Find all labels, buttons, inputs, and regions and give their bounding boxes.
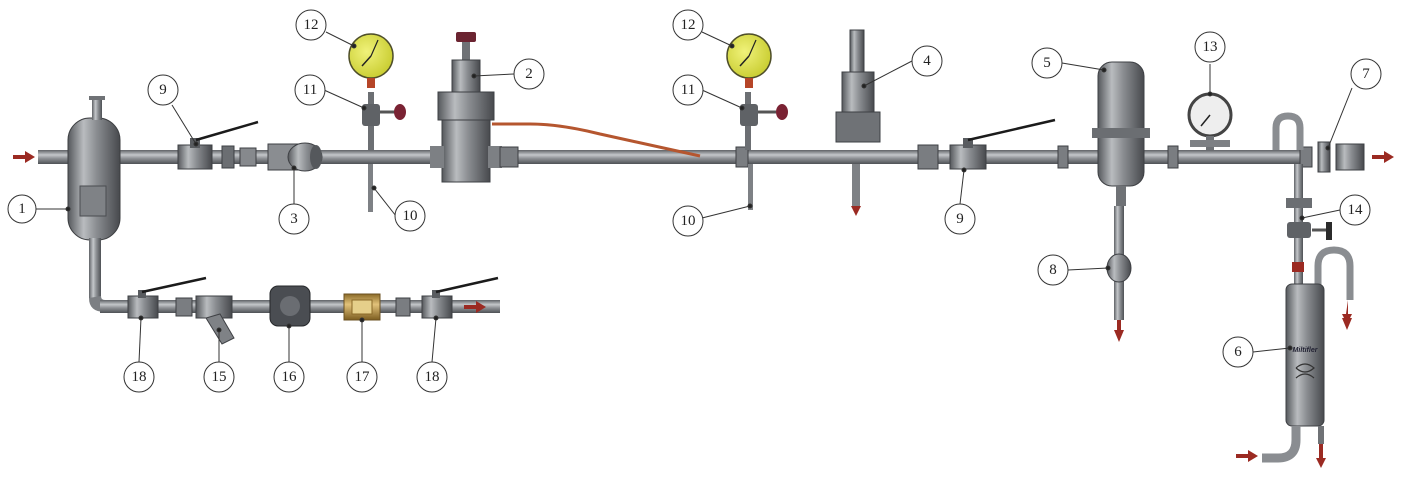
callout-11-left: 11 xyxy=(294,74,326,106)
svg-text:1: 1 xyxy=(18,201,26,217)
svg-text:12: 12 xyxy=(681,17,696,33)
callout-7: 7 xyxy=(1350,58,1382,90)
svg-text:3: 3 xyxy=(290,211,298,227)
svg-text:6: 6 xyxy=(1234,344,1242,360)
callout-3: 3 xyxy=(278,203,310,235)
callout-12-right: 12 xyxy=(672,9,704,41)
pressure-gauge xyxy=(1187,92,1233,150)
svg-text:9: 9 xyxy=(159,82,167,98)
gauge-assembly-right xyxy=(726,33,788,210)
callout-9-left: 9 xyxy=(147,74,179,106)
ball-valve-lower-right xyxy=(395,276,499,319)
filter-vessel xyxy=(1092,61,1150,206)
cooler-brand-label: Miltifler xyxy=(1293,347,1319,354)
svg-text:9: 9 xyxy=(956,211,964,227)
callout-18-right: 18 xyxy=(416,361,448,393)
callout-10-left: 10 xyxy=(394,200,426,232)
sample-cooler: Miltifler xyxy=(1236,246,1354,468)
callout-17: 17 xyxy=(346,361,378,393)
svg-text:10: 10 xyxy=(681,213,696,229)
leader-lines xyxy=(36,31,1353,363)
callout-18-left: 18 xyxy=(123,361,155,393)
y-strainer xyxy=(195,295,235,345)
callout-12-left: 12 xyxy=(295,9,327,41)
pressure-reducing-valve xyxy=(430,32,502,183)
svg-text:5: 5 xyxy=(1043,55,1051,71)
inlet-flow-arrow xyxy=(13,151,35,163)
sample-valve-branch xyxy=(1286,164,1332,294)
main-steam-line xyxy=(38,150,1303,164)
callout-2: 2 xyxy=(513,58,545,90)
callout-9-right: 9 xyxy=(944,203,976,235)
svg-text:2: 2 xyxy=(525,66,533,82)
outlet-fitting xyxy=(1299,141,1394,173)
callout-1: 1 xyxy=(7,194,37,224)
drain-check-line xyxy=(1106,206,1132,342)
svg-text:18: 18 xyxy=(132,369,147,385)
sight-glass xyxy=(343,293,381,321)
svg-text:11: 11 xyxy=(681,82,695,98)
steam-trap xyxy=(269,285,311,327)
svg-text:8: 8 xyxy=(1049,262,1057,278)
svg-text:4: 4 xyxy=(923,53,931,69)
gauge-assembly-left xyxy=(348,33,406,212)
callout-4: 4 xyxy=(911,45,943,77)
callout-13: 13 xyxy=(1194,31,1226,63)
sample-loop xyxy=(1272,112,1304,150)
callout-16: 16 xyxy=(273,361,305,393)
svg-text:7: 7 xyxy=(1362,66,1370,82)
svg-text:16: 16 xyxy=(282,369,298,385)
pipe-unions xyxy=(499,144,1179,170)
svg-text:18: 18 xyxy=(425,369,440,385)
svg-text:10: 10 xyxy=(403,208,418,224)
svg-text:17: 17 xyxy=(355,369,371,385)
callout-11-right: 11 xyxy=(672,74,704,106)
svg-text:14: 14 xyxy=(1348,202,1364,218)
ball-valve-lower-left xyxy=(127,276,207,319)
callout-14: 14 xyxy=(1339,194,1371,226)
callout-5: 5 xyxy=(1031,47,1063,79)
svg-text:12: 12 xyxy=(304,17,319,33)
sensing-line xyxy=(492,122,701,158)
callout-10-right: 10 xyxy=(672,205,704,237)
ball-valve-right xyxy=(949,118,1056,170)
separator-vessel xyxy=(67,96,121,241)
callout-15: 15 xyxy=(203,361,235,393)
safety-valve xyxy=(835,29,881,216)
callout-6: 6 xyxy=(1222,336,1254,368)
svg-text:11: 11 xyxy=(303,82,317,98)
svg-text:13: 13 xyxy=(1203,39,1218,55)
callout-8: 8 xyxy=(1037,254,1069,286)
svg-text:15: 15 xyxy=(212,369,227,385)
strainer xyxy=(267,142,323,172)
